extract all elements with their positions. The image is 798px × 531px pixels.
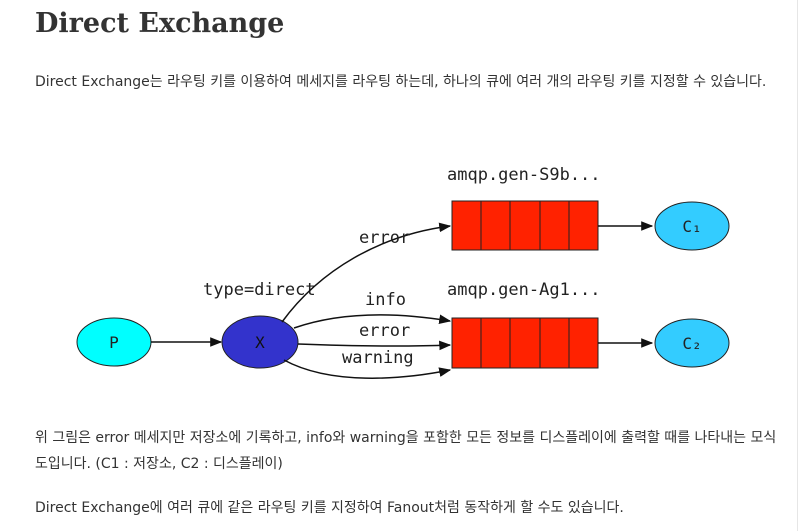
binding-label-error-top: error xyxy=(359,228,410,248)
intro-paragraph: Direct Exchange는 라우팅 키를 이용하여 메세지를 라우팅 하는… xyxy=(35,74,767,90)
binding-label-error-bottom: error xyxy=(359,321,410,341)
queue1-name: amqp.gen-S9b... xyxy=(447,165,601,185)
queue2 xyxy=(451,317,599,369)
consumer2-node xyxy=(654,318,730,368)
exchange-node xyxy=(221,315,299,369)
exchange-type-label: type=direct xyxy=(203,280,316,300)
binding-arrow-error-q1 xyxy=(281,222,452,323)
producer-label: P xyxy=(109,333,119,352)
section-heading: Direct Exchange xyxy=(35,8,285,39)
binding-arrow-error-q2 xyxy=(297,340,452,351)
binding-label-info: info xyxy=(365,290,406,310)
binding-label-warning: warning xyxy=(342,348,414,368)
explanation-paragraph: 위 그림은 error 메세지만 저장소에 기록하고, info와 warnin… xyxy=(35,430,777,472)
binding-arrow-warning-q2 xyxy=(283,359,452,379)
consumer1-label: C₁ xyxy=(682,217,701,236)
queue1 xyxy=(451,200,599,251)
exchange-label: X xyxy=(255,333,265,352)
consumer1-node xyxy=(654,201,730,251)
consumer2-label: C₂ xyxy=(682,334,701,353)
note-paragraph: Direct Exchange에 여러 큐에 같은 라우팅 키를 지정하여 Fa… xyxy=(35,500,624,516)
queue2-name: amqp.gen-Ag1... xyxy=(447,280,601,300)
binding-arrow-info-q2 xyxy=(293,314,452,329)
